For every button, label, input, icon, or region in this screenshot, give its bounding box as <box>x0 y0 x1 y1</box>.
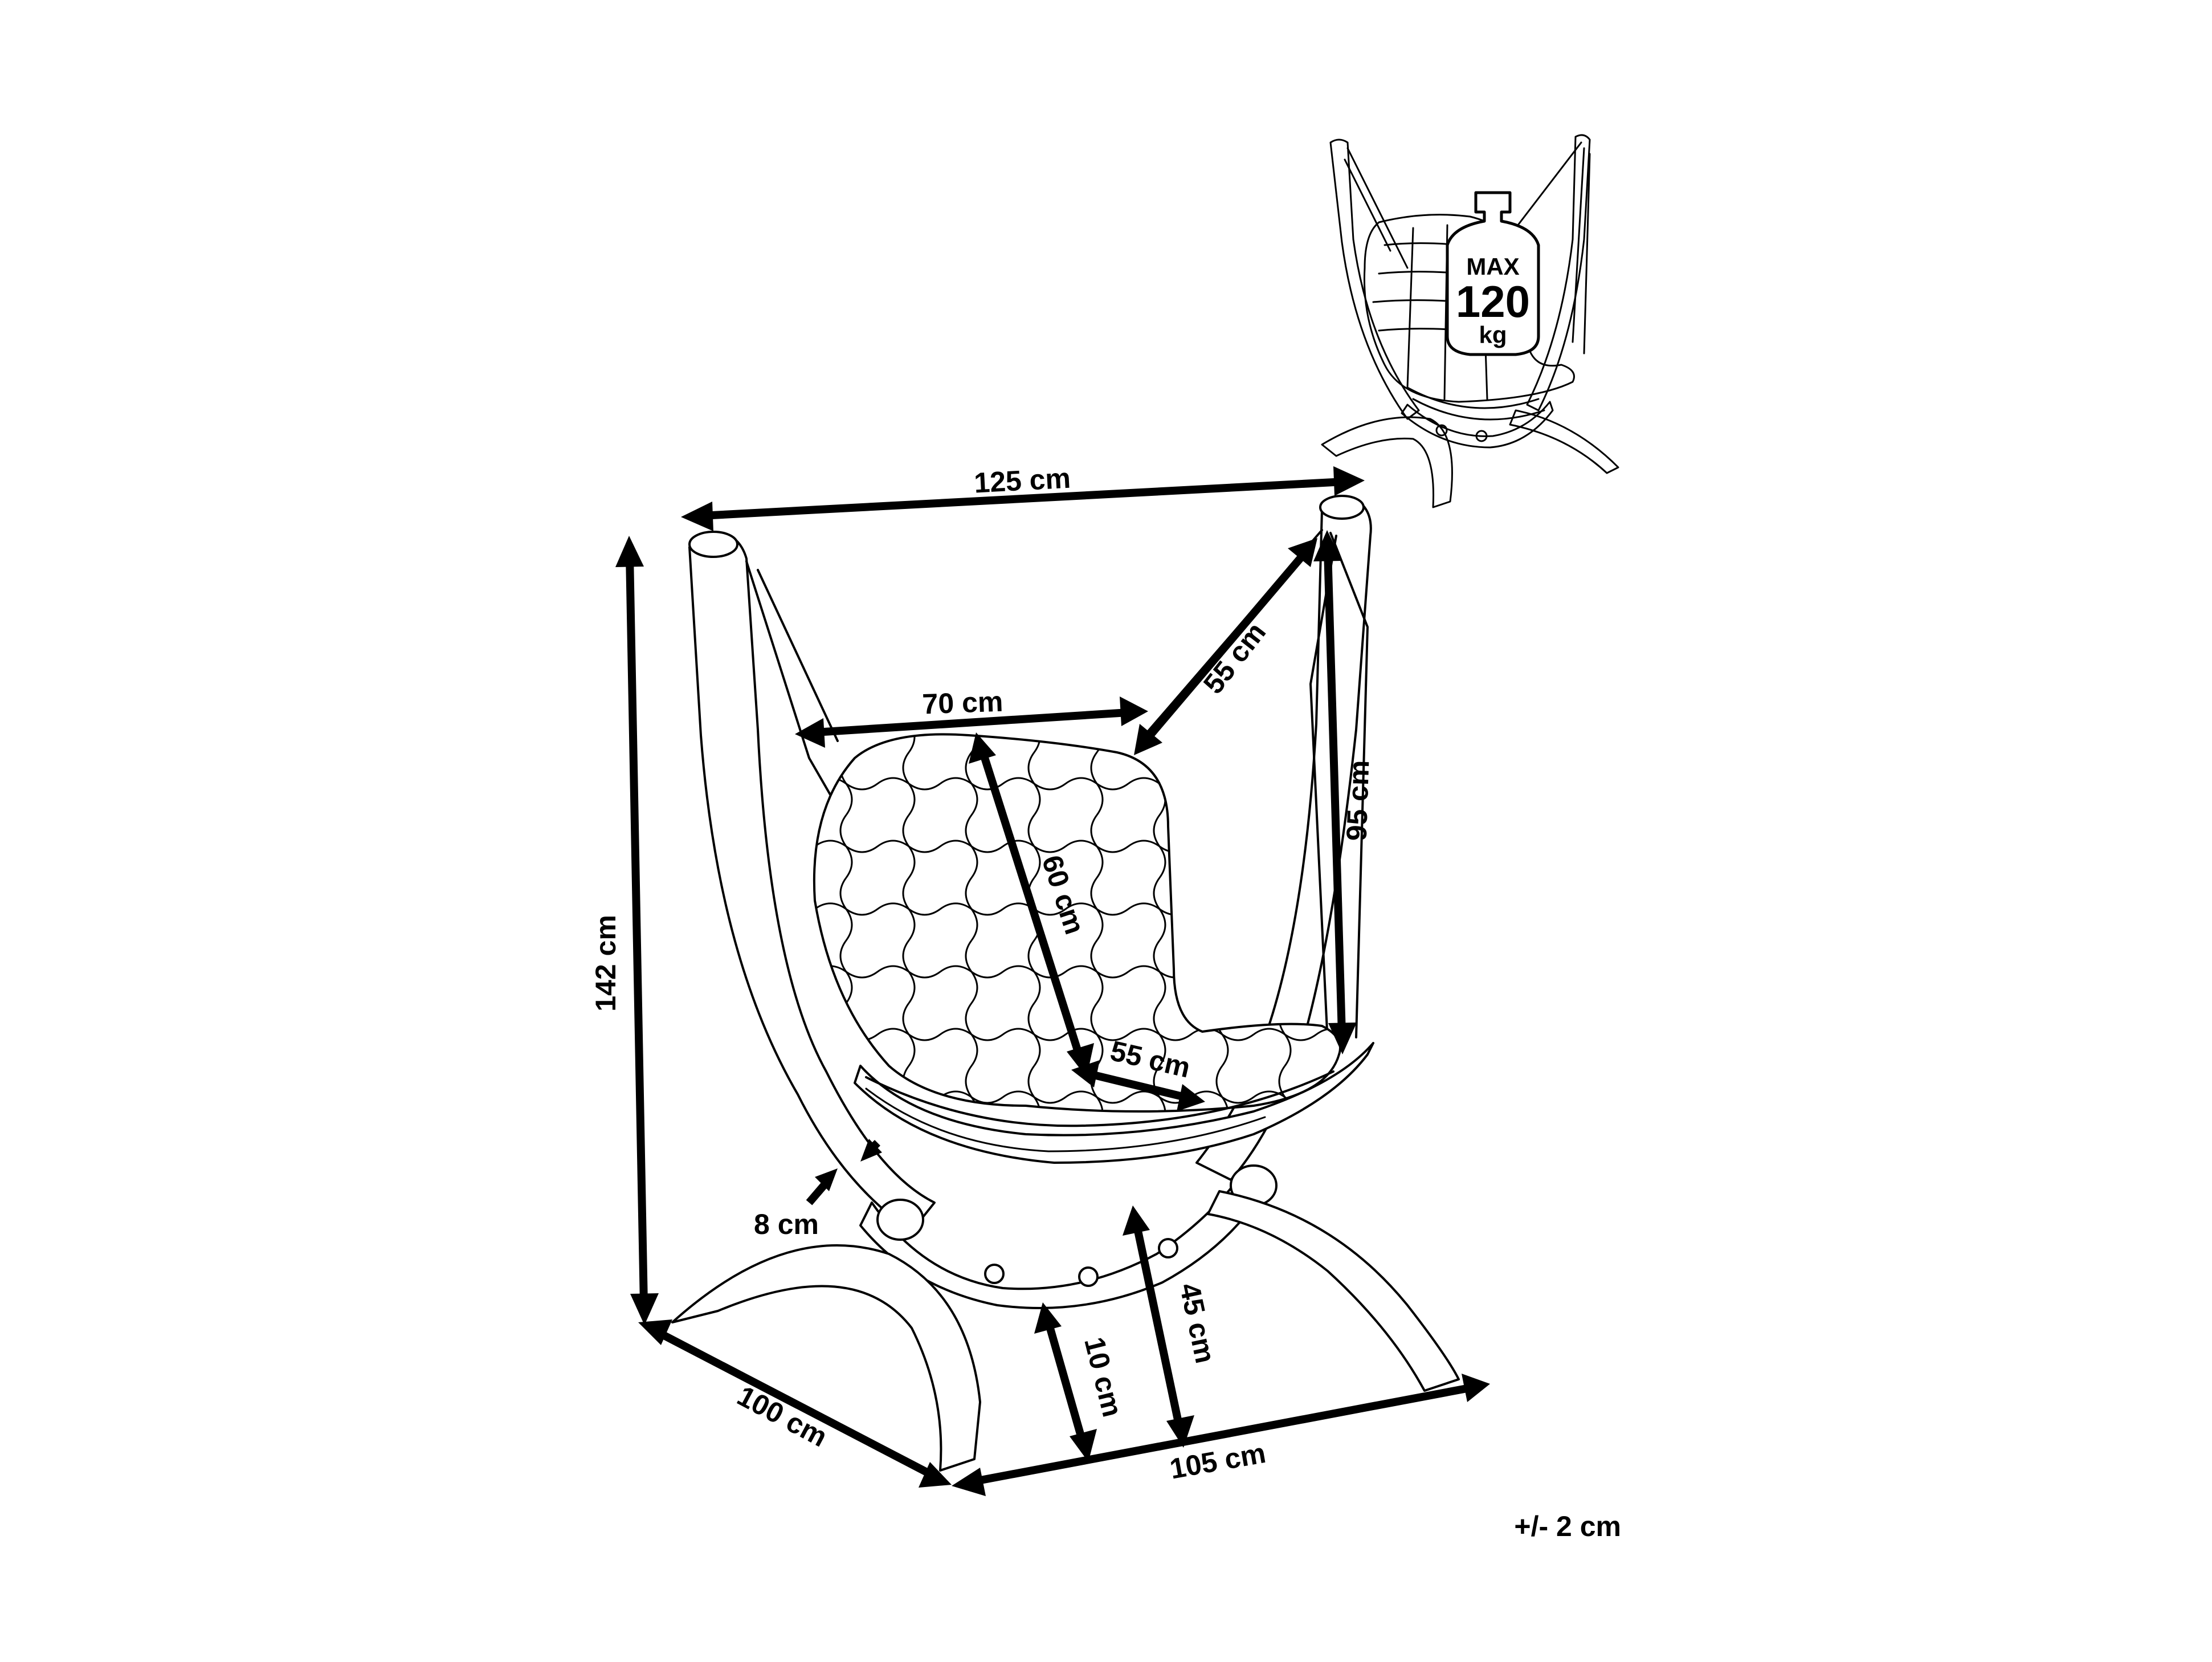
arrowhead <box>815 1168 838 1191</box>
arrowhead <box>615 536 644 567</box>
label-seat-width: 70 cm <box>922 686 1004 720</box>
seat-base <box>854 1042 1374 1164</box>
label-strap: 55 cm <box>1197 616 1272 699</box>
arrowhead <box>860 1139 882 1162</box>
arrowhead <box>1134 724 1162 755</box>
frame-left-top-cap <box>688 531 738 558</box>
frame-front-leg <box>671 1244 981 1472</box>
arrowhead <box>795 718 825 748</box>
mini-chair-illustration <box>1321 134 1619 508</box>
dim-line-seat-height <box>1133 1224 1183 1429</box>
dim-line-strap <box>1142 550 1308 744</box>
arrowhead <box>1070 1429 1097 1462</box>
arrowhead <box>1288 538 1317 567</box>
arrowhead <box>1333 466 1365 496</box>
arrowhead <box>630 1293 659 1325</box>
arrowhead <box>952 1468 986 1496</box>
max-unit: kg <box>1479 321 1507 348</box>
label-height-total: 142 cm <box>590 915 622 1012</box>
seat-slat-line <box>865 1087 1266 1152</box>
label-clearance: 10 cm <box>1078 1334 1129 1420</box>
arrowhead <box>1462 1374 1490 1402</box>
arrowhead <box>919 1462 952 1488</box>
arrowhead <box>1313 530 1342 561</box>
frame-right-top-cap <box>1319 495 1365 520</box>
label-seat-height: 45 cm <box>1174 1280 1222 1366</box>
load-capacity-inset: MAX 120 kg <box>1321 134 1619 508</box>
arrowhead <box>1120 696 1148 726</box>
arrowhead <box>1123 1205 1150 1236</box>
cushion-front-edge <box>865 1070 1334 1127</box>
arrowhead <box>681 502 713 531</box>
bolt-1 <box>984 1264 1005 1284</box>
arrowhead <box>638 1319 672 1345</box>
dim-line-height-total <box>626 555 648 1306</box>
arrowhead <box>1166 1415 1194 1448</box>
dim-line-frame-thickness-a <box>806 1180 830 1205</box>
weight-icon: MAX 120 kg <box>1446 191 1540 356</box>
tolerance-note: +/- 2 cm <box>1514 1510 1621 1542</box>
dim-line-seat-width <box>814 708 1129 736</box>
frame-left-upright <box>688 531 936 1232</box>
label-width-top: 125 cm <box>973 462 1071 499</box>
rope-right-back <box>1329 532 1369 1038</box>
arrowhead <box>969 732 996 764</box>
rope-left-back <box>757 569 839 742</box>
frame-joint-left <box>876 1199 924 1241</box>
max-value: 120 <box>1456 276 1530 327</box>
frame-back-leg <box>1207 1190 1460 1392</box>
label-hanging-height: 95 cm <box>1341 760 1376 842</box>
dim-line-clearance <box>1044 1321 1087 1443</box>
dim-line-backrest <box>979 751 1084 1059</box>
arrowhead <box>1034 1302 1062 1334</box>
label-frame-thickness: 8 cm <box>754 1208 819 1240</box>
dimension-arrows <box>615 466 1490 1496</box>
dim-line-seat-depth <box>1090 1070 1186 1101</box>
dim-line-depth <box>653 1327 937 1480</box>
arrowhead <box>1328 1023 1357 1054</box>
bolt-2 <box>1078 1266 1099 1287</box>
dim-line-width-top <box>700 478 1345 520</box>
arrowhead <box>1177 1084 1205 1111</box>
arrowhead <box>1071 1060 1100 1087</box>
dim-line-hanging-height <box>1324 549 1346 1035</box>
label-depth: 100 cm <box>732 1379 832 1453</box>
bolt-3 <box>1158 1238 1178 1258</box>
max-label: MAX <box>1466 253 1519 280</box>
dim-line-width-base <box>970 1384 1471 1486</box>
